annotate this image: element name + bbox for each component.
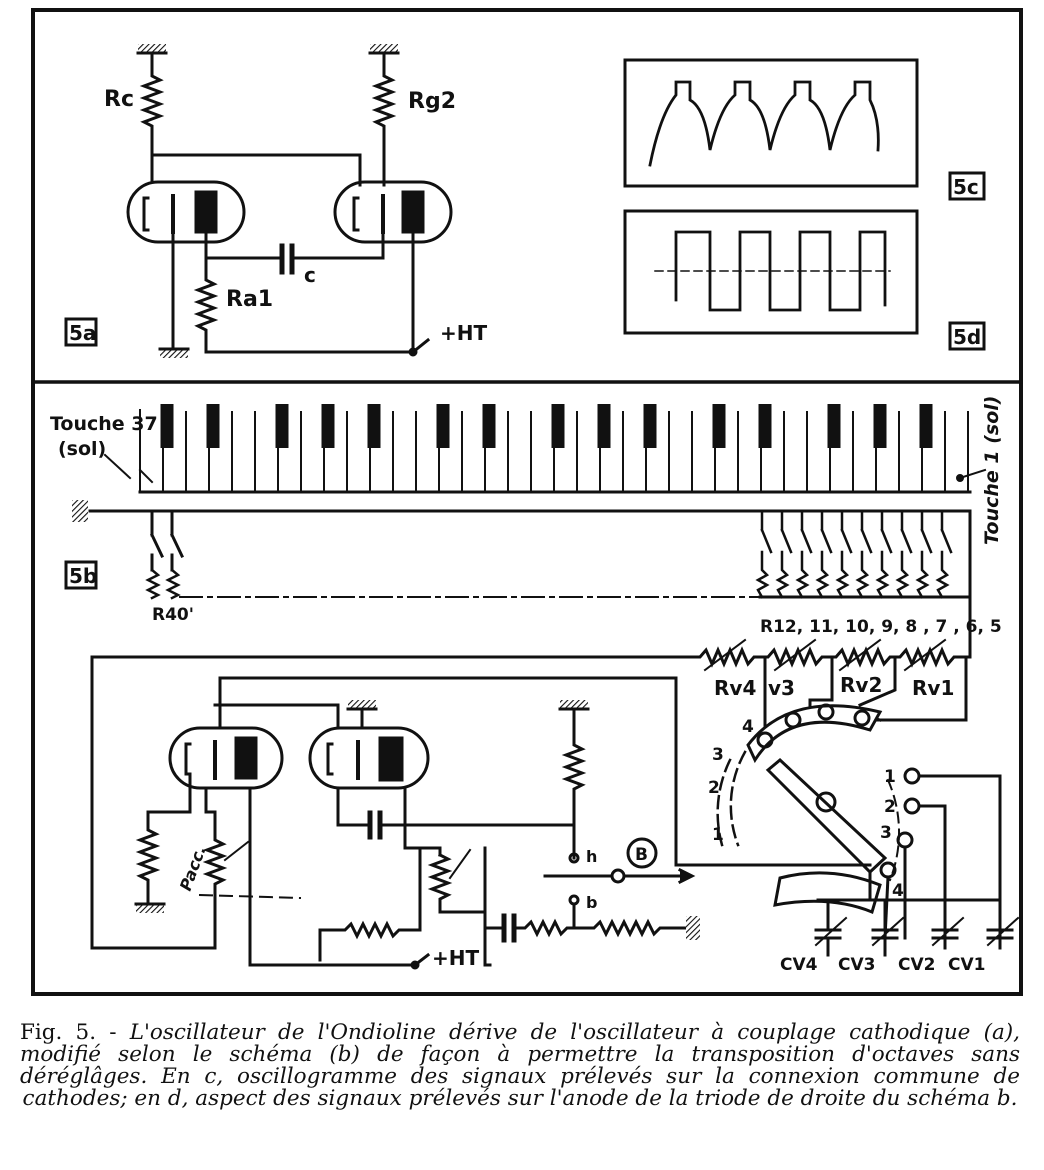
figure-caption: Fig. 5. - L'oscillateur de l'Ondioline d… (20, 1022, 1020, 1110)
oscillogram-5c (623, 58, 919, 188)
label-h: h (586, 847, 597, 866)
label-ht-a: +HT (440, 321, 487, 345)
resistor-rc (139, 51, 165, 157)
label-r40: R40' (152, 605, 194, 625)
tube-right-5b (308, 726, 430, 790)
resistor-ra1 (193, 256, 415, 354)
tag-5d: 5d (953, 325, 981, 349)
tube-left-5b (168, 726, 284, 790)
black-key (873, 404, 887, 448)
key-switch (815, 509, 833, 599)
key-switch (895, 509, 913, 599)
black-key (919, 404, 933, 448)
black-key (275, 404, 289, 448)
label-cv3: CV3 (838, 955, 875, 975)
outer-frame (31, 8, 1023, 996)
resistor-rg2 (371, 51, 397, 187)
label-pacc: Pacc. (176, 843, 210, 893)
label-cv1: CV1 (948, 955, 985, 975)
key-switch (775, 509, 793, 599)
tag-5a: 5a (69, 321, 96, 345)
black-key (551, 404, 565, 448)
label-sw2-4: 4 (892, 881, 904, 901)
cv-capacitors (814, 898, 1020, 957)
label-sw-4: 4 (742, 717, 754, 737)
tube-left-5a (126, 180, 246, 244)
black-key (367, 404, 381, 448)
black-key (758, 404, 772, 448)
label-rv2: Rv2 (840, 673, 882, 697)
black-key (321, 404, 335, 448)
black-key (436, 404, 450, 448)
square-wave (674, 230, 887, 312)
tag-5c: 5c (953, 175, 979, 199)
key-switch (755, 509, 773, 599)
label-sw-3: 3 (712, 745, 724, 765)
label-b: b (586, 893, 597, 912)
key-switch (795, 509, 813, 599)
label-rg2: Rg2 (408, 89, 456, 114)
label-sw-1: 1 (712, 825, 724, 845)
sawtooth-wave (648, 80, 880, 167)
caption-text: L'oscillateur de l'Ondioline dérive de l… (20, 1020, 1021, 1111)
oscillogram-5d (623, 209, 919, 335)
label-touche37-note: (sol) (58, 438, 106, 460)
schematic-figure: Rc Rg2 c Ra1 +HT 5a 5c 5d 5b Touche 37 (… (31, 8, 1023, 996)
key-switch (935, 509, 953, 599)
label-rc: Rc (104, 87, 134, 112)
label-ht-b: +HT (432, 946, 479, 970)
black-key (160, 404, 174, 448)
label-rv1: Rv1 (912, 676, 954, 700)
label-c: c (304, 263, 316, 287)
black-key (206, 404, 220, 448)
label-sw2-2: 2 (884, 797, 896, 817)
tag-5b: 5b (69, 564, 97, 588)
keyboard (139, 404, 969, 493)
label-r-series: R12, 11, 10, 9, 8 , 7 , 6, 5 (760, 617, 1002, 637)
black-key (482, 404, 496, 448)
variable-resistor-mid (427, 852, 487, 914)
tube-right-5a (333, 180, 453, 244)
key-switch (835, 509, 853, 599)
label-cv2: CV2 (898, 955, 935, 975)
label-sw2-3: 3 (880, 823, 892, 843)
label-rv4: Rv4 (714, 676, 756, 700)
caption-figure-number: Fig. 5. - (20, 1020, 117, 1045)
key-switch (875, 509, 893, 599)
key-switch (855, 509, 873, 599)
label-v3: v3 (768, 676, 795, 700)
label-sw2-1: 1 (884, 767, 896, 787)
label-cv4: CV4 (780, 955, 818, 975)
label-meter-b: B (635, 845, 648, 865)
black-key (827, 404, 841, 448)
black-key (712, 404, 726, 448)
label-touche37: Touche 37 (50, 413, 158, 435)
black-key (597, 404, 611, 448)
black-key (643, 404, 657, 448)
meter-b (626, 837, 658, 869)
label-sw-2: 2 (708, 778, 720, 798)
label-touche1: Touche 1 (sol) (981, 396, 1003, 545)
label-ra1: Ra1 (226, 287, 273, 312)
key-switch (915, 509, 933, 599)
rv-chain (90, 646, 972, 668)
